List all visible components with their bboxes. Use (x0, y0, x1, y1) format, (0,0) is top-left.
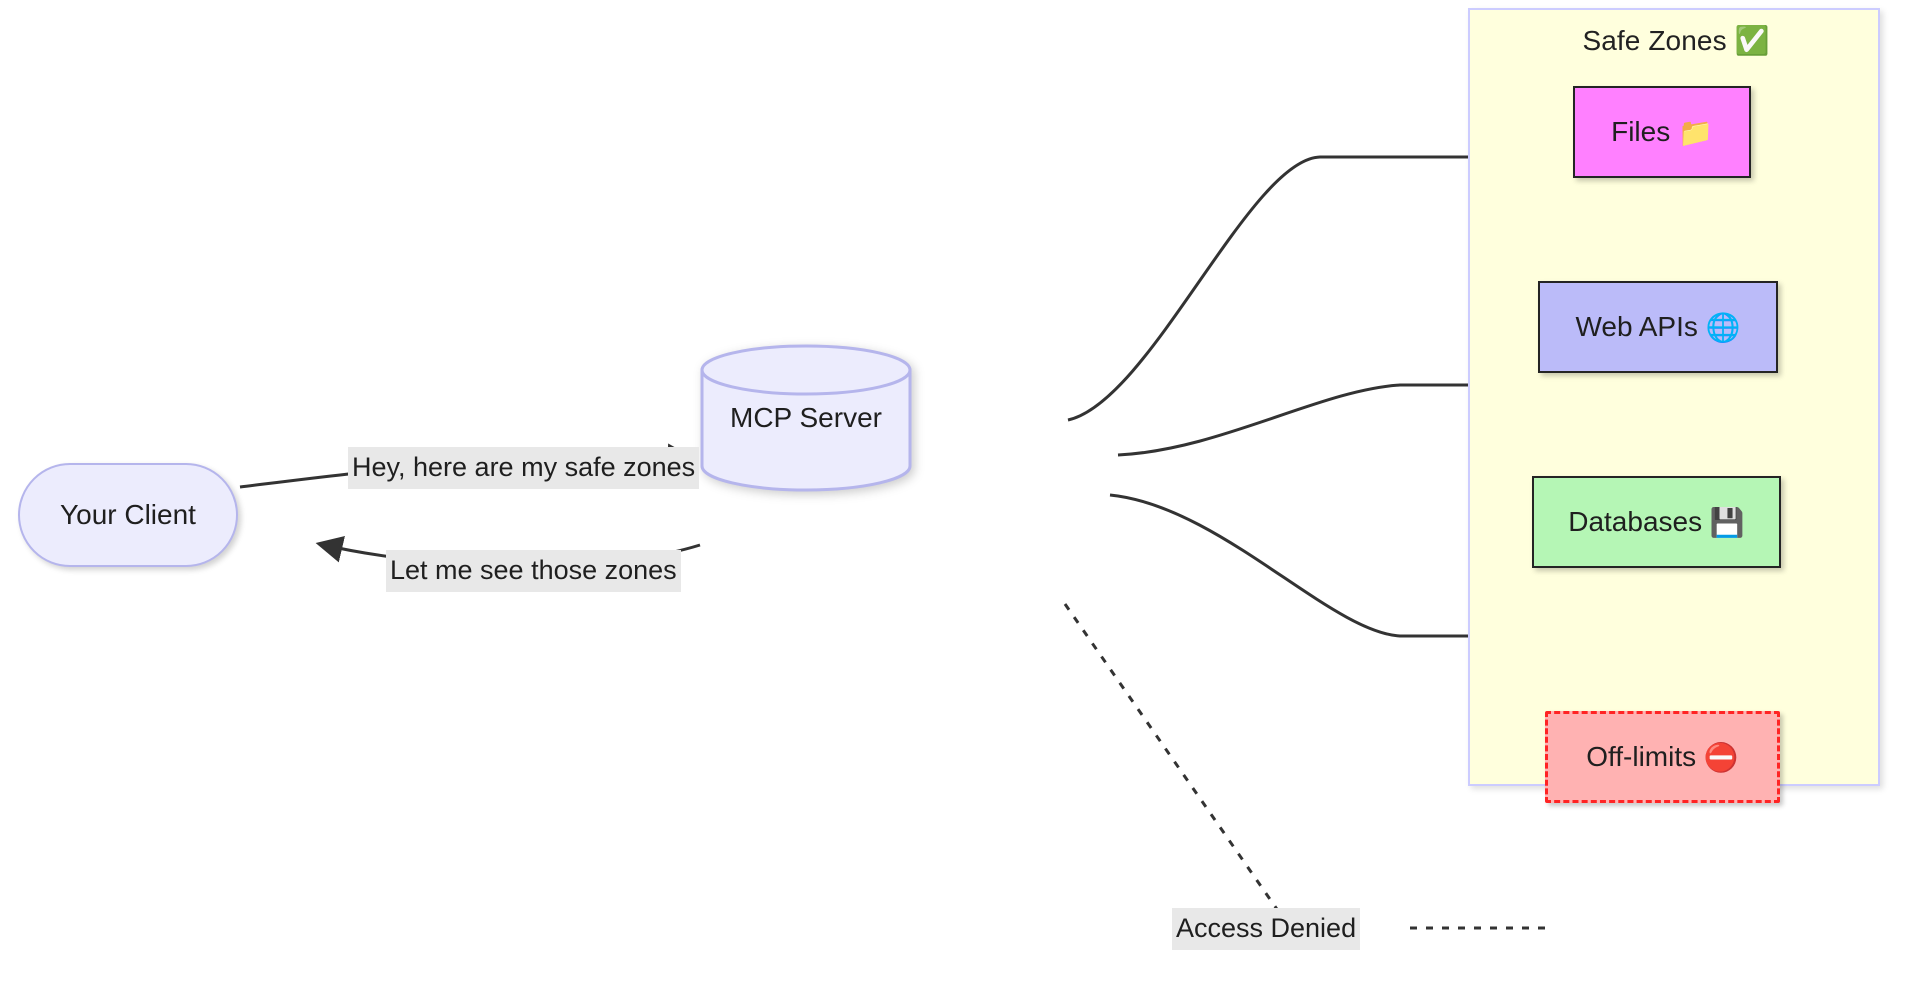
node-mcp-server[interactable]: MCP Server (700, 344, 912, 492)
cylinder-shape (700, 344, 912, 492)
globe-with-meridians-icon: 🌐 (1705, 310, 1741, 344)
node-files-label: Files (1611, 116, 1671, 147)
edge-label-request: Hey, here are my safe zones (348, 447, 700, 490)
node-off-limits-label: Off-limits (1586, 741, 1697, 772)
node-off-limits[interactable]: Off-limits ⛔ (1545, 711, 1780, 803)
check-mark-button-icon: ✅ (1734, 24, 1770, 57)
node-files[interactable]: Files 📁 (1573, 86, 1751, 178)
floppy-disk-icon: 💾 (1709, 505, 1745, 539)
safe-zones-title-text: Safe Zones (1582, 25, 1727, 56)
edge-label-response: Let me see those zones (386, 550, 681, 593)
node-your-client-label: Your Client (60, 499, 196, 530)
node-web-apis[interactable]: Web APIs 🌐 (1538, 281, 1778, 373)
edge-to-databases-path (1109, 493, 1505, 650)
node-databases[interactable]: Databases 💾 (1532, 476, 1781, 568)
safe-zones-title: Safe Zones ✅ (1470, 24, 1882, 57)
node-your-client[interactable]: Your Client (18, 463, 238, 567)
edge-to-webapis-path (1117, 371, 1511, 457)
no-entry-icon: ⛔ (1703, 740, 1739, 774)
node-mcp-server-label-wrap: MCP Server (700, 344, 912, 492)
node-mcp-server-label: MCP Server (730, 402, 882, 433)
node-web-apis-label: Web APIs (1575, 311, 1698, 342)
edge-denied-path-left (1063, 603, 1292, 929)
node-databases-label: Databases (1568, 506, 1703, 537)
edge-label-access-denied: Access Denied (1172, 908, 1361, 951)
folder-icon: 📁 (1678, 115, 1713, 149)
